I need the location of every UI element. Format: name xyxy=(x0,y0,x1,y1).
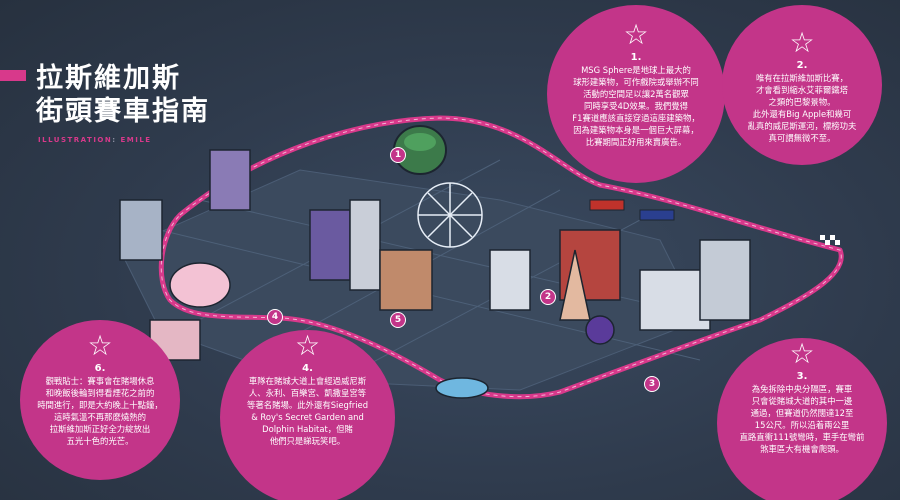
info-bubble-4: ☆ 4. 車隊在賭城大道上會經過威尼斯 人、永利、百樂宮、凱撒皇宮等 等著名賭場… xyxy=(220,330,395,500)
info-bubble-2: ☆ 2. 唯有在拉斯維加斯比賽， 才會看到縮水艾菲爾鐵塔 之類的巴黎景物。 此外… xyxy=(722,5,882,165)
bubble-text: 車隊在賭城大道上會經過威尼斯 人、永利、百樂宮、凱撒皇宮等 等著名賭場。此外還有… xyxy=(246,376,369,446)
info-bubble-6: ☆ 6. 觀戰貼士：賽事會在賭場休息 和晚飯後輪到得看煙花之前的 時間進行，即是… xyxy=(20,320,180,480)
bubble-number: 2. xyxy=(796,60,808,71)
map-marker-4[interactable]: 4 xyxy=(267,309,283,325)
credit-separator: : xyxy=(112,136,117,144)
bubble-number: 4. xyxy=(302,363,313,374)
bubble-text: 唯有在拉斯維加斯比賽， 才會看到縮水艾菲爾鐵塔 之類的巴黎景物。 此外還有Big… xyxy=(747,73,857,143)
bubble-number: 3. xyxy=(796,371,808,382)
map-marker-3[interactable]: 3 xyxy=(644,376,660,392)
map-marker-1[interactable]: 1 xyxy=(390,147,406,163)
page-title: 拉斯維加斯 街頭賽車指南 xyxy=(36,62,210,128)
credit-name: EMILE xyxy=(120,136,152,144)
bubble-text: 為免拆除中央分隔區，賽車 只會從賭城大道的其中一邊 通過，但賽道仍然闊達12至 … xyxy=(739,384,865,454)
star-icon: ☆ xyxy=(623,18,649,51)
map-marker-5[interactable]: 5 xyxy=(390,312,406,328)
map-marker-2[interactable]: 2 xyxy=(540,289,556,305)
info-bubble-3: ☆ 3. 為免拆除中央分隔區，賽車 只會從賭城大道的其中一邊 通過，但賽道仍然闊… xyxy=(717,338,887,500)
info-bubble-1: ☆ 1. MSG Sphere是地球上最大的 球形建築物，可作戲院或舉辦不同 活… xyxy=(547,5,725,183)
star-icon: ☆ xyxy=(294,329,321,362)
bubble-number: 1. xyxy=(630,52,642,63)
bubble-number: 6. xyxy=(94,363,106,374)
title-accent-bar xyxy=(0,70,26,81)
title-line-2: 街頭賽車指南 xyxy=(36,96,210,127)
bubble-text: MSG Sphere是地球上最大的 球形建築物，可作戲院或舉辦不同 活動的空間足… xyxy=(572,65,700,147)
illustration-credit: ILLUSTRATION: EMILE xyxy=(38,136,152,144)
star-icon: ☆ xyxy=(789,337,815,370)
credit-label: ILLUSTRATION xyxy=(38,136,113,144)
title-line-1: 拉斯維加斯 xyxy=(36,63,181,94)
star-icon: ☆ xyxy=(789,26,815,59)
star-icon: ☆ xyxy=(87,329,113,362)
bubble-text: 觀戰貼士：賽事會在賭場休息 和晚飯後輪到得看煙花之前的 時間進行，即是大約晚上十… xyxy=(37,376,163,446)
